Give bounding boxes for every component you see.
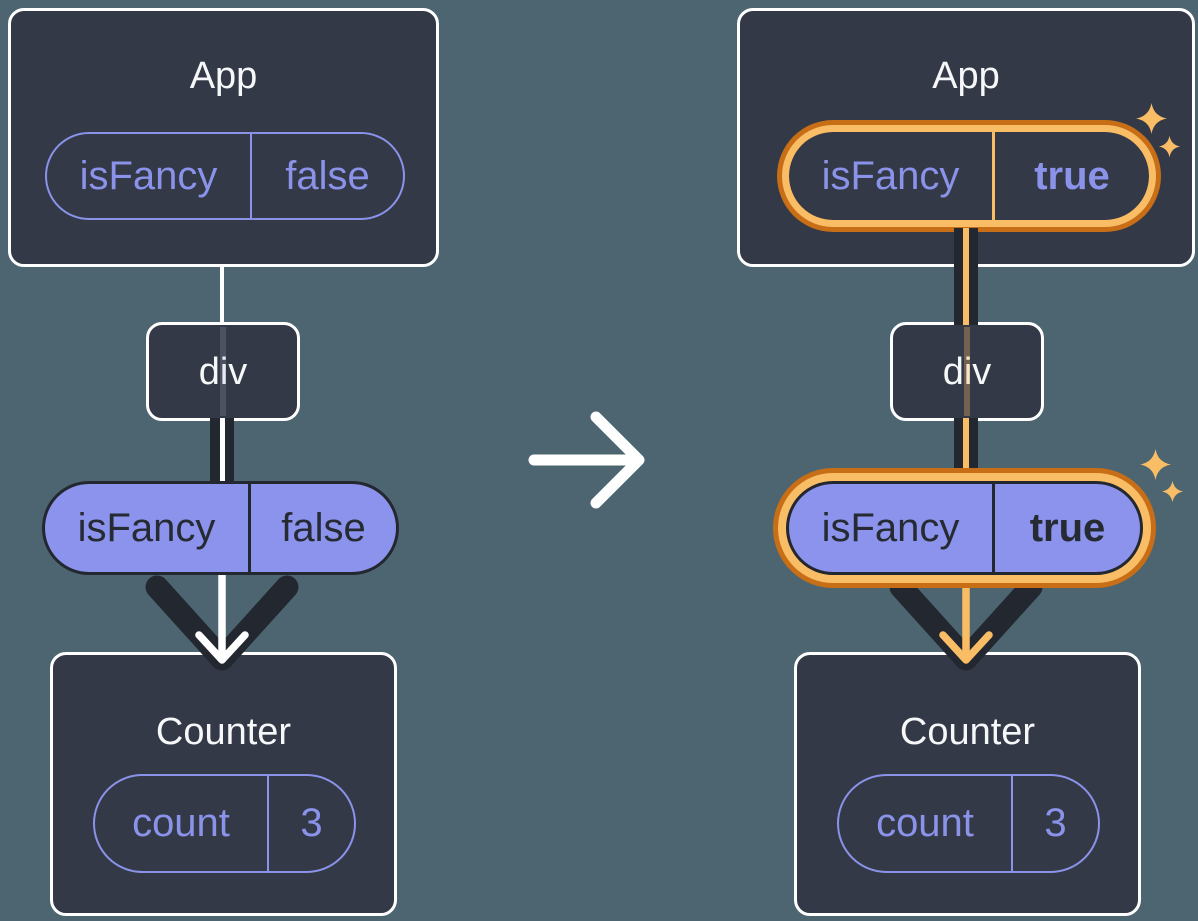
after-counter-state-pill: count 3 — [837, 774, 1100, 873]
state-name: isFancy — [789, 132, 995, 220]
arrow-down-icon — [889, 573, 1043, 671]
sparkle-icon — [1158, 135, 1181, 158]
after-counter-component-box: Counter count 3 — [794, 652, 1141, 916]
after-prop-edge-div-pill — [954, 418, 978, 484]
before-div-label: div — [198, 350, 248, 393]
prop-value: true — [1029, 505, 1106, 550]
pass-through-stripe — [220, 327, 226, 416]
after-app-state-pill-highlighted: isFancy true — [789, 132, 1149, 220]
before-tree-edge-app-div — [220, 264, 224, 325]
after-app-title: App — [932, 55, 1000, 97]
prop-value: false — [281, 505, 366, 550]
after-app-component-box: App isFancy true — [737, 8, 1195, 267]
after-div-node-box: div — [890, 322, 1044, 421]
before-prop-edge-div-pill — [210, 418, 234, 484]
highlight-line — [963, 418, 969, 484]
tree-line — [219, 418, 225, 484]
prop-name: isFancy — [789, 484, 995, 572]
sparkle-icon — [1136, 103, 1167, 134]
sparkle-icon — [1161, 480, 1184, 503]
pass-through-stripe — [964, 327, 970, 416]
before-app-title: App — [189, 55, 258, 97]
after-div-label: div — [942, 350, 992, 393]
state-name: count — [839, 776, 1013, 871]
state-name: count — [95, 776, 269, 871]
before-div-node-box: div — [146, 322, 300, 421]
before-counter-state-pill: count 3 — [93, 774, 356, 873]
state-name: isFancy — [47, 134, 252, 218]
before-counter-title: Counter — [155, 711, 292, 753]
before-app-component-box: App isFancy false — [8, 8, 439, 267]
state-value: false — [285, 153, 370, 198]
prop-name: isFancy — [45, 484, 251, 572]
after-prop-pill-highlighted: isFancy true — [786, 481, 1143, 575]
arrow-down-icon — [145, 573, 299, 671]
before-prop-pill: isFancy false — [42, 481, 399, 575]
before-app-state-pill: isFancy false — [45, 132, 405, 220]
state-value: 3 — [1044, 801, 1067, 845]
after-counter-title: Counter — [899, 711, 1036, 753]
highlight-line — [963, 228, 969, 325]
arrow-right-icon — [528, 411, 645, 509]
state-value: 3 — [300, 801, 323, 845]
after-prop-edge-app-div — [954, 228, 978, 325]
before-counter-component-box: Counter count 3 — [50, 652, 397, 916]
sparkle-icon — [1140, 449, 1171, 480]
state-value: true — [1034, 153, 1110, 198]
